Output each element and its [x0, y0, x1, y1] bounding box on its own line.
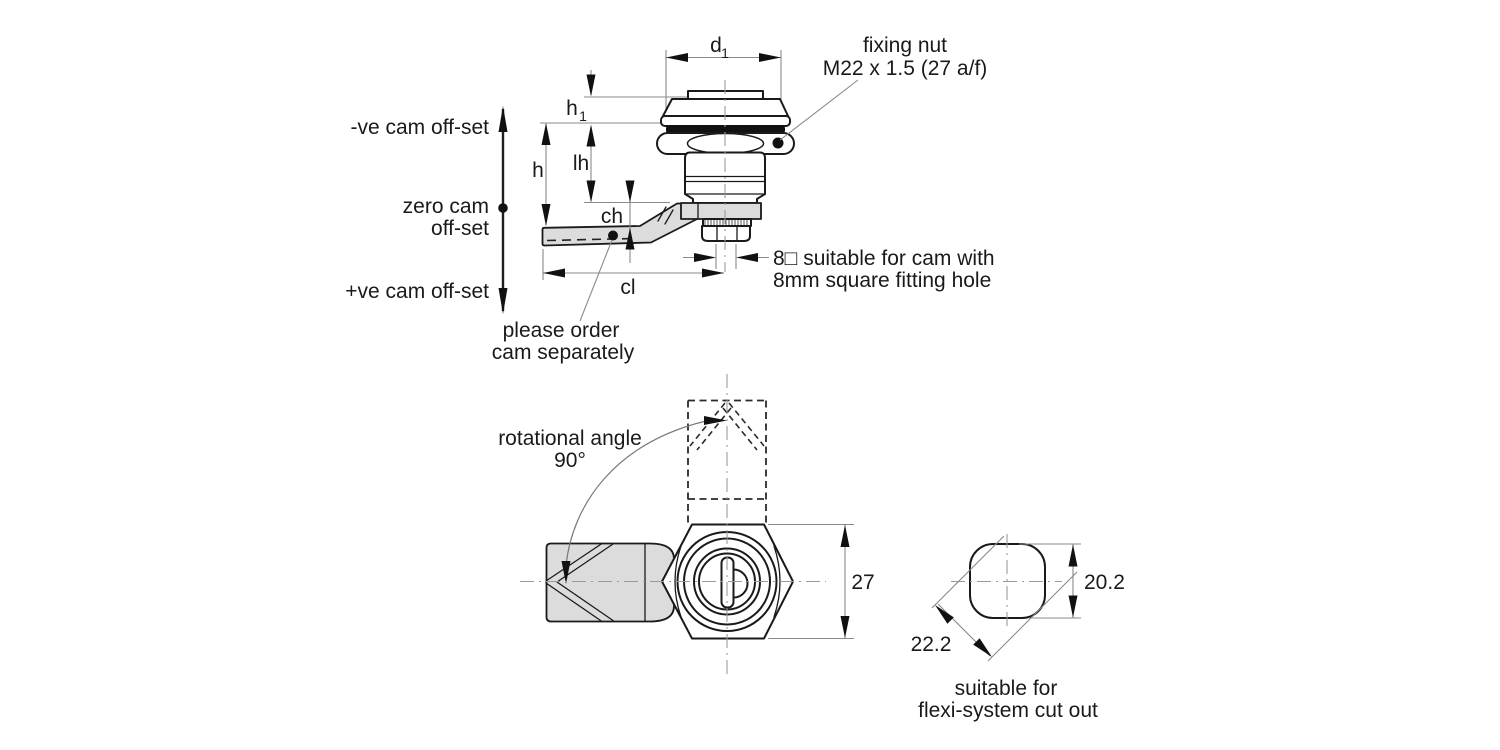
rotation-arc-end-arrow — [704, 416, 727, 425]
front-cam — [545, 542, 675, 623]
rotation-arc — [561, 416, 727, 584]
across-flats-value: 27 — [851, 571, 874, 594]
square-drive-note-2: 8mm square fitting hole — [773, 269, 991, 292]
cam-lever — [541, 202, 700, 247]
cutout-centerlines — [951, 534, 1062, 629]
rotation-arc-start-arrow — [561, 561, 571, 584]
positive-offset-label: +ve cam off-set — [345, 280, 489, 303]
square-drive-note-1: 8□ suitable for cam with — [773, 247, 995, 270]
d1-label: d1 — [710, 34, 729, 61]
negative-offset-label: -ve cam off-set — [351, 116, 490, 139]
cam-note-leader — [579, 239, 613, 322]
cutout-width-dimension: 22.2 — [911, 535, 1078, 662]
lh-label: lh — [573, 152, 589, 175]
ch-dimension — [625, 180, 635, 263]
lever-marker-dot — [608, 230, 618, 241]
cutout-width-value: 22.2 — [911, 633, 952, 656]
nut-marker-dot — [772, 137, 784, 149]
h1-dimension — [586, 70, 596, 97]
cam-offset-axis — [498, 106, 508, 314]
h-dimension — [541, 123, 551, 226]
fixing-nut-note-1: fixing nut — [863, 34, 947, 57]
key-d-bulge — [733, 568, 749, 599]
lever-fold-marks — [657, 206, 674, 225]
cutout-caption-2: flexi-system cut out — [918, 699, 1098, 722]
cl-label: cl — [620, 276, 635, 299]
h1-label: h1 — [566, 97, 587, 124]
ch-label: ch — [601, 205, 623, 228]
square-drive-dimension — [683, 244, 769, 269]
rotation-note-2: 90° — [554, 449, 586, 472]
offset-axis-up-arrow — [498, 106, 508, 132]
cam-order-note-2: cam separately — [492, 341, 635, 364]
rear-hex-nut — [701, 225, 751, 242]
zero-offset-dot — [498, 203, 508, 213]
offset-axis-down-arrow — [498, 288, 508, 314]
hatched-washer — [702, 218, 752, 227]
cam-hub-plate — [680, 202, 762, 220]
fixing-nut-note-2: M22 x 1.5 (27 a/f) — [823, 57, 988, 80]
cutout-height-dimension: 20.2 — [1019, 543, 1125, 619]
front-cam-chevron — [545, 542, 614, 623]
side-view: d1 h1 h lh ch cl -ve cam off-set zero ca… — [345, 34, 994, 364]
lh-dimension — [586, 124, 596, 203]
zero-offset-label-1: zero cam — [403, 195, 489, 218]
zero-offset-label-2: off-set — [431, 217, 489, 240]
across-flats-dimension: 27 — [768, 523, 875, 640]
cutout-view: 20.2 22.2 suitable for flexi-system cut … — [911, 534, 1125, 722]
fixing-nut-leader — [779, 79, 859, 141]
cam-order-note-1: please order — [503, 319, 620, 342]
rotation-note-1: rotational angle — [498, 427, 642, 450]
cutout-caption-1: suitable for — [955, 677, 1058, 700]
hex-chamfer-arcs — [674, 545, 781, 618]
cutout-height-value: 20.2 — [1084, 571, 1125, 594]
seal-gasket — [666, 125, 785, 134]
cl-dimension — [542, 249, 724, 280]
h-label: h — [532, 159, 544, 182]
front-hex-body — [661, 523, 794, 640]
front-view: 27 rotational angle 90° — [498, 374, 875, 676]
